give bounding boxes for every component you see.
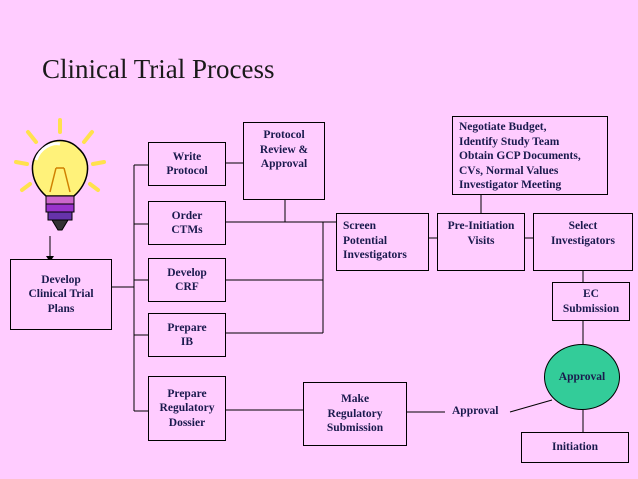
- make-submission-box: Make Regulatory Submission: [303, 382, 407, 446]
- pre-initiation-box: Pre-Initiation Visits: [437, 213, 525, 271]
- develop-crf-box: Develop CRF: [148, 258, 226, 302]
- page-title: Clinical Trial Process: [42, 54, 275, 84]
- prepare-ib-box: Prepare IB: [148, 313, 226, 357]
- approval-circle: Approval: [544, 344, 620, 410]
- write-protocol-box: Write Protocol: [148, 142, 226, 186]
- protocol-review-box: Protocol Review & Approval: [243, 122, 325, 200]
- ec-submission-box: EC Submission: [552, 282, 630, 321]
- order-ctms-box: Order CTMs: [148, 201, 226, 245]
- screen-investigators-box: Screen Potential Investigators: [336, 213, 429, 271]
- select-investigators-box: Select Investigators: [533, 213, 633, 271]
- lightbulb-icon: [14, 118, 106, 231]
- initiation-box: Initiation: [521, 432, 629, 463]
- negotiate-box: Negotiate Budget, Identify Study Team Ob…: [452, 116, 608, 195]
- prepare-dossier-box: Prepare Regulatory Dossier: [148, 376, 226, 441]
- approval-label: Approval: [452, 405, 499, 417]
- develop-plans-box: Develop Clinical Trial Plans: [10, 259, 112, 330]
